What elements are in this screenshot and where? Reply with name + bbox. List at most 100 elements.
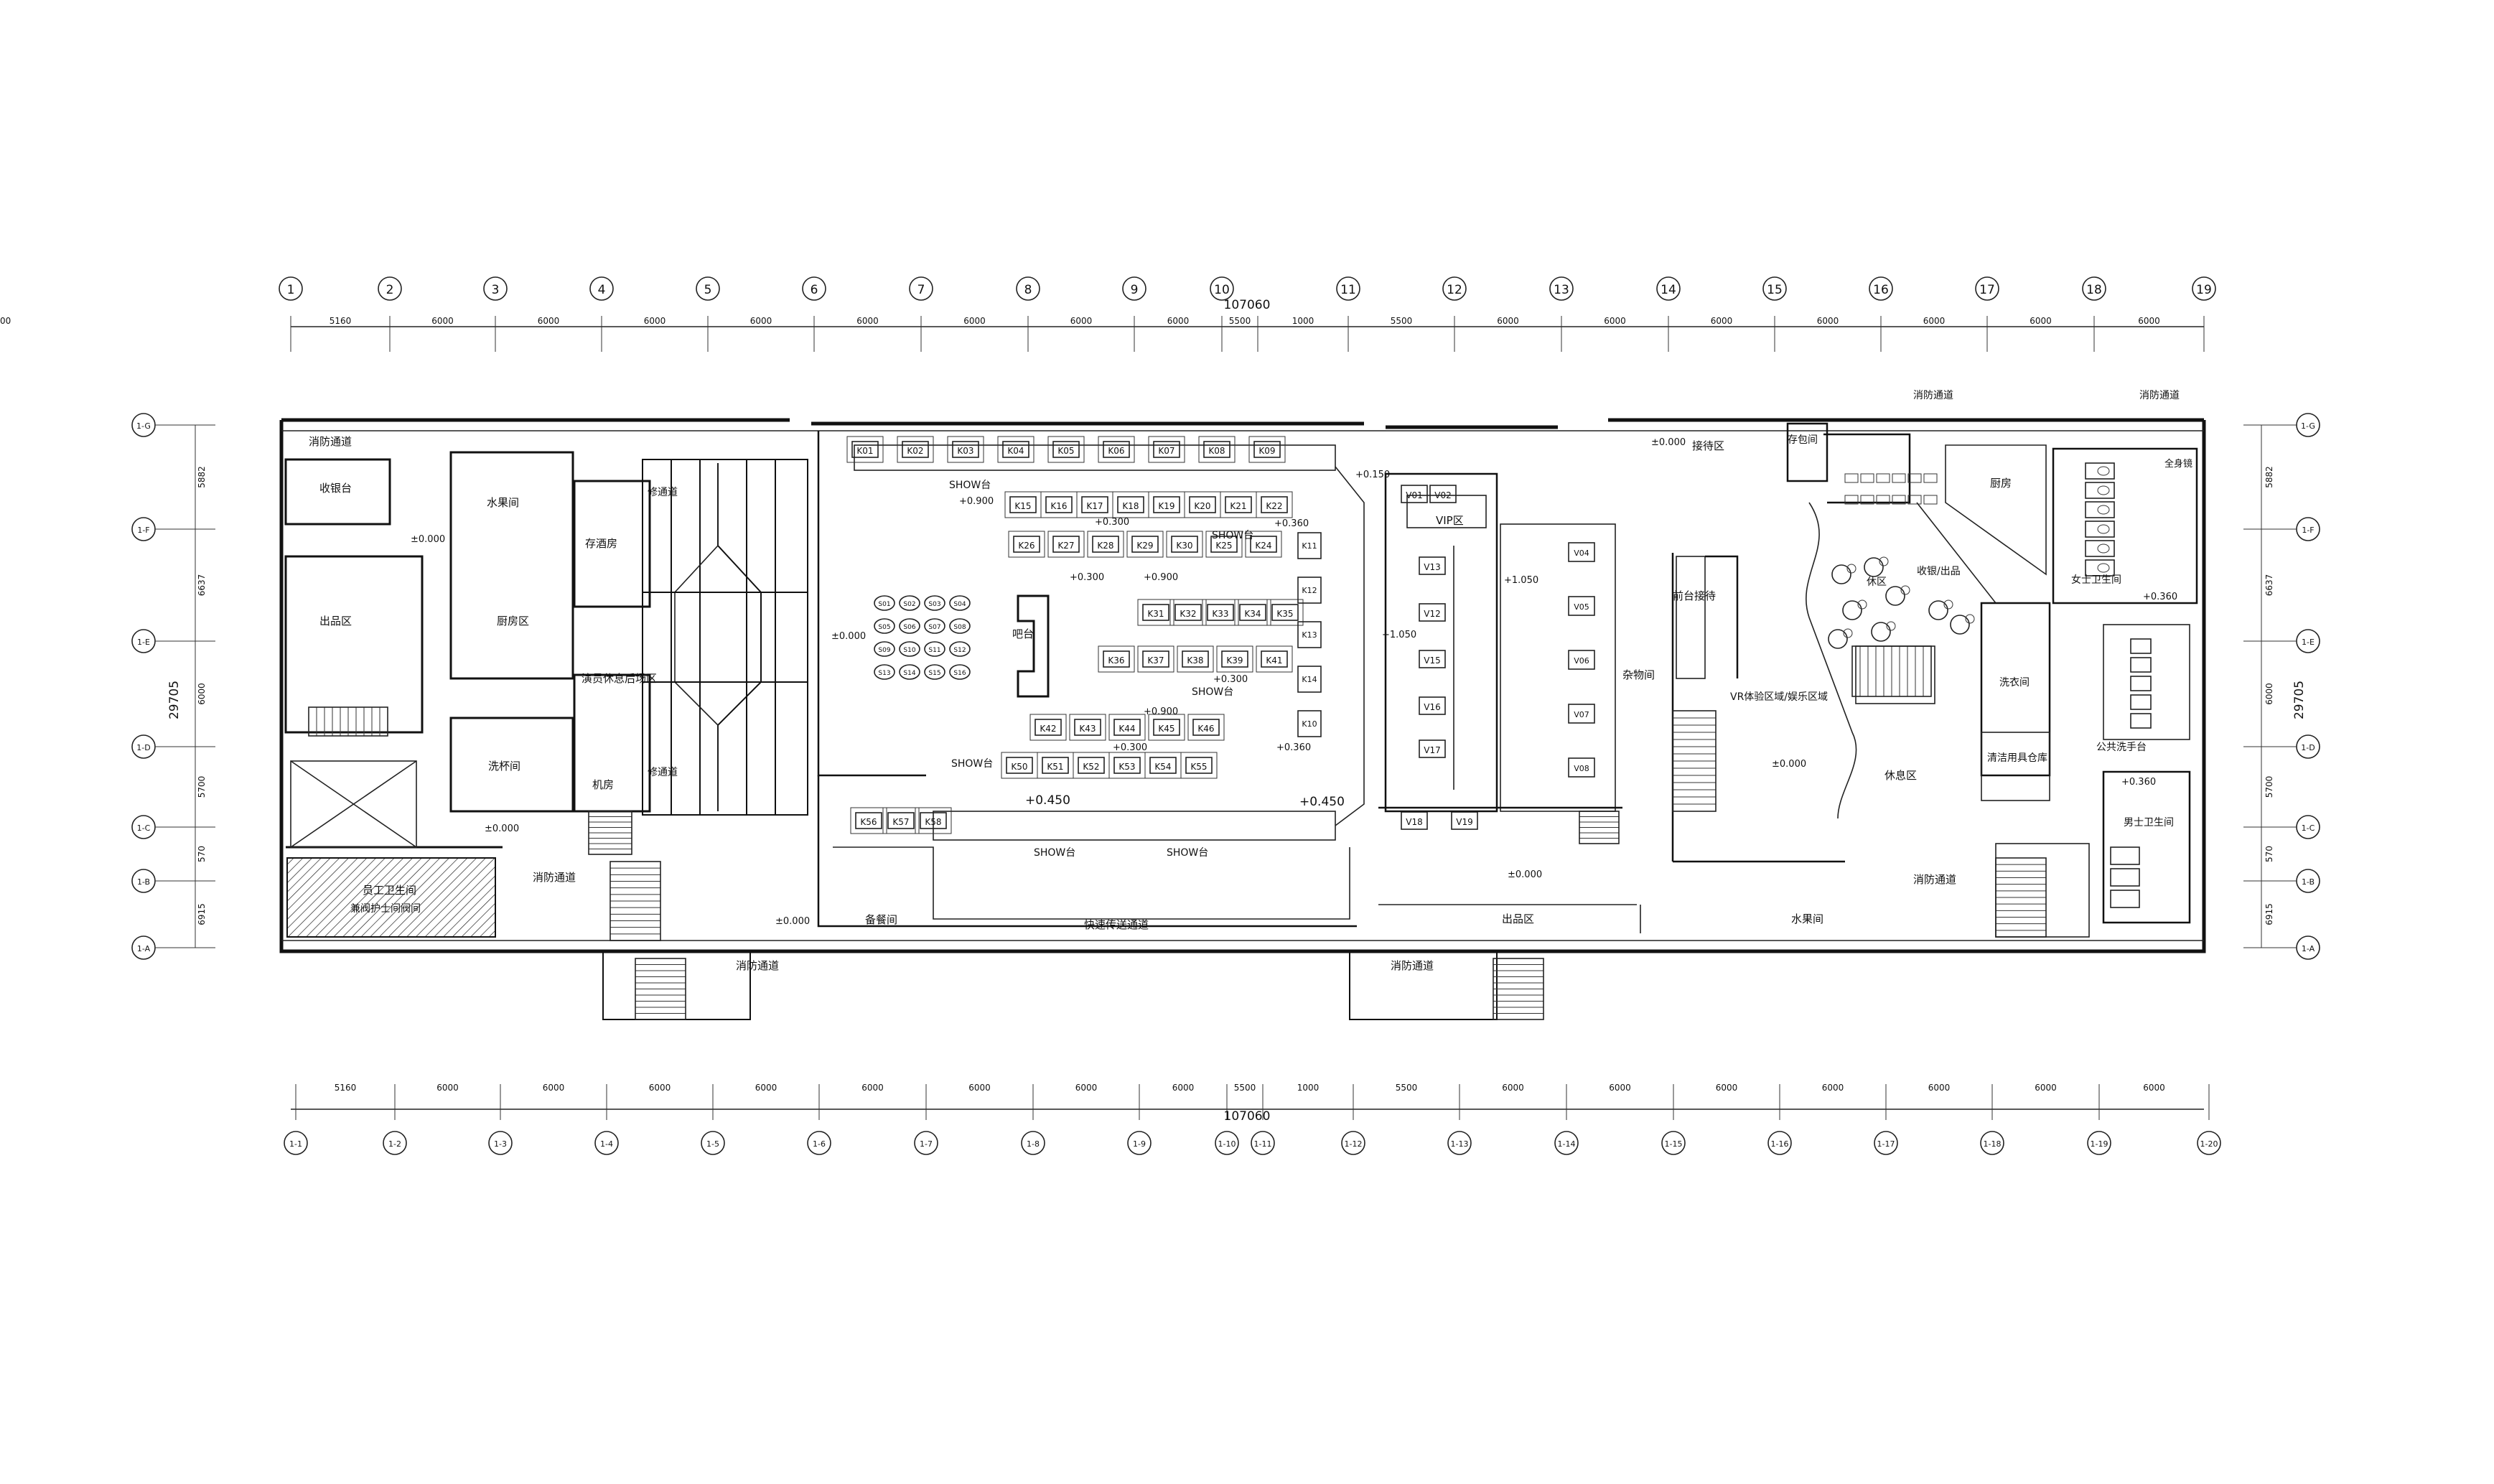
dimension-side-left: 6637	[197, 574, 207, 597]
label-kitchen-area: 厨房区	[497, 615, 529, 627]
dimension-bottom: 6000	[2035, 1083, 2057, 1093]
seat-S15	[924, 664, 945, 680]
label-show-3: SHOW台	[1192, 686, 1233, 698]
seat-label: S05	[878, 624, 890, 631]
grid-label-bottom: 1-15	[1665, 1139, 1683, 1149]
booth-label: K46	[1197, 724, 1214, 734]
dimension-top: 6000	[1923, 316, 1946, 326]
grid-bubble-top	[1442, 276, 1467, 301]
booth-K46	[1192, 719, 1220, 736]
grid-bubble-top	[483, 276, 508, 301]
grid-bubble-top	[1975, 276, 1999, 301]
seat-S10	[899, 641, 920, 657]
grid-label-bottom: 1-18	[1984, 1139, 2002, 1149]
booth-label: K44	[1118, 724, 1135, 734]
booth-label: K06	[1108, 446, 1124, 456]
label-reception: 接待区	[1692, 439, 1724, 452]
label-rest-area: 休息区	[1884, 769, 1917, 782]
dimension-bottom: 1000	[1297, 1083, 1320, 1093]
vip-booth-label: V13	[1424, 562, 1440, 572]
label-laundry: 洗衣间	[1999, 677, 2030, 689]
booth-label: K34	[1244, 609, 1261, 619]
booth-K43	[1074, 719, 1101, 736]
grid-bubble-bottom	[1127, 1131, 1152, 1155]
total-depth-right: 29705	[2292, 681, 2307, 719]
booth-label: K09	[1258, 446, 1275, 456]
label-staff-toilet: 员工卫生间	[363, 884, 416, 897]
booth-label: K36	[1108, 655, 1124, 666]
label-men-toilet: 男士卫生间	[2124, 817, 2174, 829]
booth-K32	[1174, 604, 1202, 621]
grid-label-top: 4	[598, 283, 606, 297]
right-block	[1786, 422, 2198, 938]
dimension-bottom: 6000	[1716, 1083, 1738, 1093]
booth-K12	[1297, 577, 1322, 604]
grid-bubble-bottom	[807, 1131, 831, 1155]
booth-label: K01	[856, 446, 873, 456]
booth-label: K12	[1302, 586, 1317, 595]
label-fruit-room-r: 水果间	[1791, 913, 1823, 925]
booth-K17	[1081, 496, 1108, 513]
grid-label-bottom: 1-8	[1027, 1139, 1040, 1149]
dimension-top: 5500	[1229, 316, 1251, 326]
booth-label: K51	[1047, 762, 1063, 772]
elev-e0-3: ±0.000	[831, 631, 866, 642]
booth-label: K04	[1007, 446, 1024, 456]
booth-label: K58	[925, 817, 941, 827]
corridor-right	[1378, 553, 1845, 933]
booth-label: K24	[1255, 541, 1271, 551]
grid-bubble-top	[1762, 276, 1787, 301]
booth-label: K28	[1097, 541, 1113, 551]
dimension-side-left: 570	[197, 846, 207, 862]
dimension-top: 6000	[1711, 316, 1733, 326]
booth-label: K19	[1158, 501, 1174, 511]
vip-booth-V08	[1568, 757, 1595, 778]
grid-bubble-bottom	[2197, 1131, 2221, 1155]
grid-label-top: 9	[1131, 283, 1139, 297]
elev-e450-1: +0.450	[1025, 793, 1070, 808]
grid-bubble-bottom	[383, 1131, 407, 1155]
dimension-bottom: 6000	[1928, 1083, 1951, 1093]
booth-label: K56	[860, 817, 877, 827]
grid-label-right: 1-G	[2301, 421, 2315, 431]
booth-label: K16	[1050, 501, 1067, 511]
booth-K45	[1153, 719, 1180, 736]
seat-label: S01	[878, 601, 890, 608]
label-fire-exit-4: 消防通道	[1391, 959, 1434, 972]
seat-label: S03	[928, 601, 940, 608]
elev-e0-2: ±0.000	[485, 823, 519, 834]
booth-label: K21	[1230, 501, 1246, 511]
bar-counter	[1017, 594, 1050, 698]
grid-bubble-top	[1336, 276, 1360, 301]
seat-label: S14	[903, 670, 915, 677]
grid-label-top: 10	[1214, 283, 1230, 297]
grid-bubble-top	[1656, 276, 1681, 301]
label-maintenance-bottom: 修通道	[648, 767, 678, 778]
grid-label-bottom: 1-5	[706, 1139, 719, 1149]
grid-label-top: 16	[1873, 283, 1889, 297]
booth-label: K07	[1158, 446, 1174, 456]
grid-bubble-top	[696, 276, 720, 301]
grid-label-top: 11	[1340, 283, 1356, 297]
booth-label: K17	[1086, 501, 1103, 511]
label-vip-area: VIP区	[1436, 514, 1464, 527]
booth-K07	[1153, 441, 1180, 458]
grid-label-bottom: 1-6	[813, 1139, 826, 1149]
dimension-side-right: 6000	[2264, 683, 2274, 705]
grid-bubble-bottom	[1215, 1131, 1239, 1155]
dimension-side-right: 6915	[2264, 903, 2274, 925]
booth-K18	[1117, 496, 1144, 513]
booth-K05	[1052, 441, 1080, 458]
label-fire-exit-7: 消防通道	[1913, 873, 1956, 886]
booth-K27	[1052, 536, 1080, 553]
booth-label: K57	[892, 817, 909, 827]
booth-K02	[902, 441, 929, 458]
grid-label-left: 1-A	[137, 944, 151, 953]
grid-bubble-bottom	[1767, 1131, 1792, 1155]
grid-label-bottom: 1-2	[388, 1139, 401, 1149]
seat-S01	[874, 595, 895, 611]
total-depth-left: 29705	[167, 681, 182, 719]
